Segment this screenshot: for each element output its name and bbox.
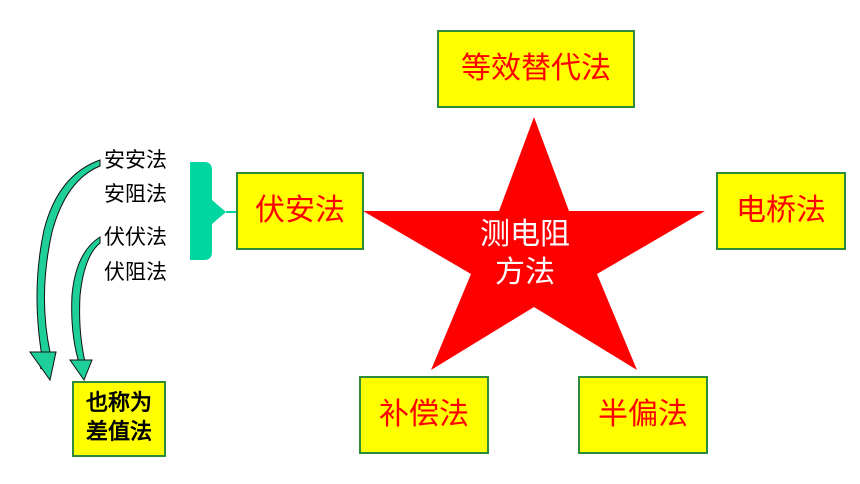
sub-method-voltmeter-voltmeter: 伏伏法 xyxy=(104,225,167,249)
curved-arrow-outer xyxy=(36,159,101,373)
arrowhead-inner-icon xyxy=(69,359,93,382)
curved-arrow-inner xyxy=(71,236,101,367)
method-box-voltammetry: 伏安法 xyxy=(236,172,364,250)
note-box-difference-method: 也称为 差值法 xyxy=(72,381,166,457)
center-label-line1: 测电阻 xyxy=(480,217,570,252)
method-box-equivalent-substitution: 等效替代法 xyxy=(437,30,635,108)
sub-method-voltmeter-resistor: 伏阻法 xyxy=(104,260,167,284)
center-label-line2: 方法 xyxy=(495,254,555,290)
sub-method-ammeter-resistor: 安阻法 xyxy=(104,182,167,206)
method-box-bridge: 电桥法 xyxy=(716,172,846,250)
center-star-shape xyxy=(363,117,705,370)
arrowhead-outer-icon xyxy=(29,351,57,382)
center-label: 测电阻 方法 xyxy=(465,216,585,291)
bracket-shape xyxy=(190,162,226,260)
note-line2: 差值法 xyxy=(85,420,152,445)
method-box-half-deflection: 半偏法 xyxy=(578,376,708,454)
method-box-compensation: 补偿法 xyxy=(359,376,489,454)
note-line1: 也称为 xyxy=(85,391,152,417)
sub-method-ammeter-ammeter: 安安法 xyxy=(104,148,167,172)
